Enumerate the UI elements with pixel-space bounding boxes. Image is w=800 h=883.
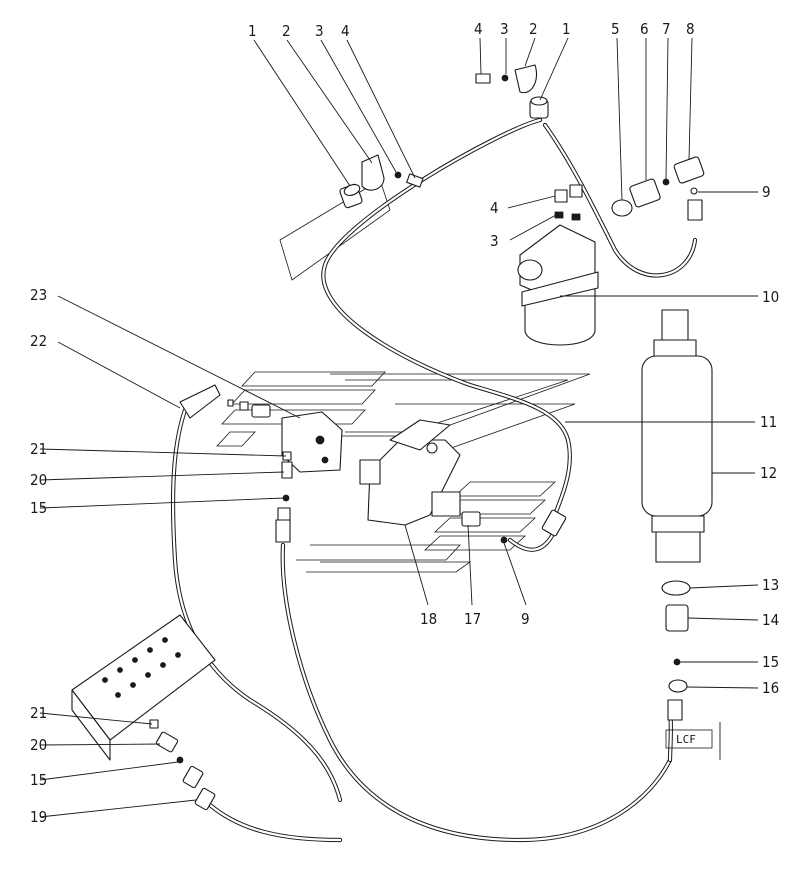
fitting-14 — [665, 604, 689, 632]
callout-4c: 4 — [490, 199, 499, 217]
side-note-text: LCF — [676, 733, 696, 746]
fitting-group-5-8 — [611, 156, 705, 221]
callout-1b: 1 — [562, 20, 571, 38]
callout-11: 11 — [760, 413, 777, 431]
washer-3-filter-b — [571, 213, 581, 221]
clamp-2-left — [361, 154, 385, 191]
sleeve-1-right-end — [530, 96, 548, 106]
fitting-8 — [673, 156, 705, 184]
callout-10: 10 — [762, 288, 779, 306]
callout-labels: 1 2 3 4 4 3 2 1 5 6 7 8 9 4 3 10 23 22 1… — [30, 20, 779, 826]
callout-16: 16 — [762, 679, 779, 697]
pump-shaft — [359, 459, 381, 485]
pump-port — [426, 442, 438, 454]
bolt-4-left — [406, 173, 424, 188]
accumulator-stem — [661, 309, 689, 341]
callout-13: 13 — [762, 576, 779, 594]
callout-6: 6 — [640, 20, 649, 38]
pump-assembly-18 — [359, 419, 567, 544]
valve-block-port-2 — [321, 456, 329, 464]
sleeve-1-left-end — [343, 184, 361, 196]
fitting-20-upper — [281, 461, 293, 479]
callout-9b: 9 — [521, 610, 530, 628]
nut-15-lower — [182, 765, 204, 789]
ring-9-top — [690, 187, 698, 195]
pump-top — [389, 419, 451, 451]
callout-12: 12 — [760, 464, 777, 482]
callout-18: 18 — [420, 610, 437, 628]
oring-15-lower — [176, 756, 184, 764]
callout-1a: 1 — [248, 22, 257, 40]
washer-3-right — [501, 74, 509, 82]
callout-15c: 15 — [30, 771, 47, 789]
callout-7: 7 — [662, 20, 671, 38]
callout-19: 19 — [30, 808, 47, 826]
filter-port — [517, 259, 543, 281]
clamp-assembly-right — [475, 64, 549, 119]
callout-20a: 20 — [30, 471, 47, 489]
ring-22-a — [227, 399, 234, 407]
accumulator-assembly — [641, 309, 713, 721]
filter-assembly-10 — [517, 184, 599, 346]
clamp-2-right — [514, 64, 538, 94]
callout-2b: 2 — [529, 20, 538, 38]
accumulator-base — [655, 531, 701, 563]
callout-17: 17 — [464, 610, 481, 628]
seal-ring-5 — [611, 199, 633, 217]
nut-9-top — [687, 199, 703, 221]
tube-end-right — [667, 699, 683, 721]
callout-21a: 21 — [30, 440, 47, 458]
ring-22-b — [239, 401, 249, 411]
bolt-4-right — [475, 73, 491, 84]
fitting-17 — [461, 511, 481, 527]
side-note-box — [665, 729, 713, 749]
accumulator-cap — [653, 339, 697, 359]
leader-lines — [39, 37, 759, 818]
filter-collar — [521, 271, 599, 307]
callout-20b: 20 — [30, 736, 47, 754]
washer-3-filter-a — [554, 211, 564, 219]
elbow-22 — [179, 384, 221, 419]
adapter-6 — [629, 178, 661, 208]
callout-8: 8 — [686, 20, 695, 38]
callout-14: 14 — [762, 611, 779, 629]
callout-4b: 4 — [474, 20, 483, 38]
callout-23: 23 — [30, 286, 47, 304]
distributor-block-assembly — [71, 614, 216, 811]
distributor-side — [71, 689, 111, 761]
valve-block-23 — [281, 411, 343, 473]
fitting-20-lower — [155, 731, 179, 753]
accumulator-neck — [651, 515, 705, 533]
side-note: LCF — [665, 722, 721, 760]
callout-3c: 3 — [490, 232, 499, 250]
callout-5: 5 — [611, 20, 620, 38]
callout-9a: 9 — [762, 183, 771, 201]
seal-13 — [661, 580, 691, 596]
pump-outlet — [431, 491, 461, 517]
tube-end-upper — [275, 519, 291, 543]
tee-connector — [541, 509, 567, 537]
oring-15-right — [673, 658, 681, 666]
accumulator-body-12 — [641, 355, 713, 517]
callout-22: 22 — [30, 332, 47, 350]
callout-4a: 4 — [341, 22, 350, 40]
callout-15b: 15 — [762, 653, 779, 671]
bolt-4-filter-a — [554, 189, 568, 203]
fitting-22 — [251, 404, 271, 418]
callout-15a: 15 — [30, 499, 47, 517]
nut-16 — [668, 679, 688, 693]
clamp-assembly-left — [339, 154, 424, 209]
washer-3-left — [394, 171, 402, 179]
valve-block-port — [315, 435, 325, 445]
callout-3a: 3 — [315, 22, 324, 40]
tube-end-19 — [194, 787, 216, 811]
callout-3b: 3 — [500, 20, 509, 38]
bolt-4-filter-b — [569, 184, 583, 198]
ring-9-lower — [500, 536, 508, 544]
callout-21b: 21 — [30, 704, 47, 722]
callout-2a: 2 — [282, 22, 291, 40]
valve-block-assembly — [179, 384, 343, 543]
